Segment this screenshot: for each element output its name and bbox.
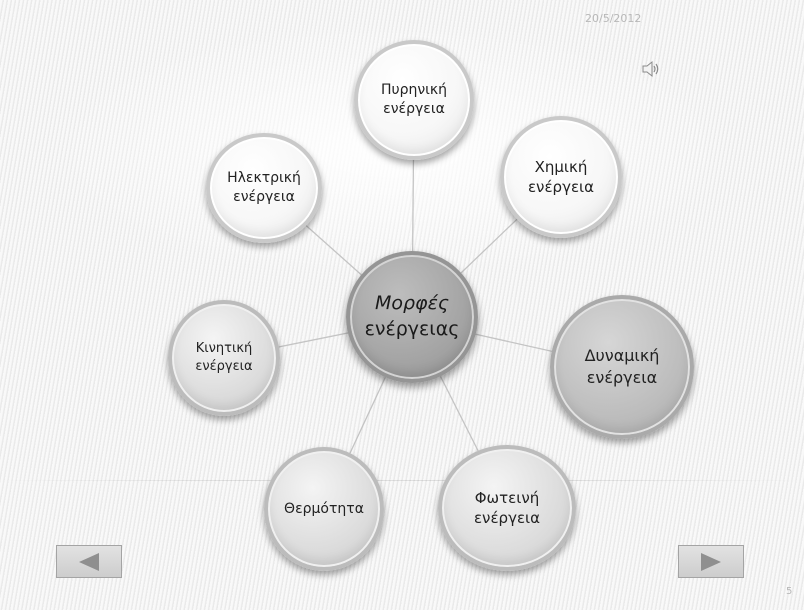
node-heat: Θερμότητα <box>264 447 384 571</box>
center-label-line: ενέργειας <box>364 318 460 340</box>
node-center-forms-of-energy: Μορφές ενέργειας <box>346 251 478 383</box>
node-light-energy: Φωτεινή ενέργεια <box>438 445 576 571</box>
node-label-line: ενέργεια <box>527 178 595 196</box>
node-label-line: Δυναμική <box>584 346 660 366</box>
left-arrow-icon <box>79 552 99 571</box>
slide-date: 20/5/2012 <box>585 12 642 25</box>
center-label-line: Μορφές <box>374 292 450 315</box>
speaker-icon[interactable] <box>640 58 662 80</box>
node-electric-energy: Ηλεκτρική ενέργεια <box>206 133 322 243</box>
node-potential-energy: Δυναμική ενέργεια <box>550 295 694 439</box>
node-label-line: Πυρηνική <box>380 82 448 99</box>
node-label-line: ενέργεια <box>383 101 445 117</box>
previous-slide-button[interactable] <box>56 545 122 578</box>
node-label-line: Ηλεκτρική <box>227 170 301 187</box>
right-arrow-icon <box>701 552 721 571</box>
node-label-line: Θερμότητα <box>284 500 364 517</box>
node-kinetic-energy: Κινητική ενέργεια <box>168 300 280 416</box>
slide-number: 5 <box>786 586 793 597</box>
node-label-line: ενέργεια <box>195 359 253 374</box>
node-label-line: Χημική <box>534 157 588 176</box>
node-label-line: ενέργεια <box>586 368 658 387</box>
background-line <box>0 480 804 481</box>
node-label-line: ενέργεια <box>233 189 295 205</box>
node-label-line: ενέργεια <box>473 509 541 527</box>
node-label-line: Φωτεινή <box>474 488 540 507</box>
node-nuclear-energy: Πυρηνική ενέργεια <box>354 40 474 160</box>
node-label-line: Κινητική <box>195 341 253 357</box>
node-chemical-energy: Χημική ενέργεια <box>500 116 622 238</box>
next-slide-button[interactable] <box>678 545 744 578</box>
